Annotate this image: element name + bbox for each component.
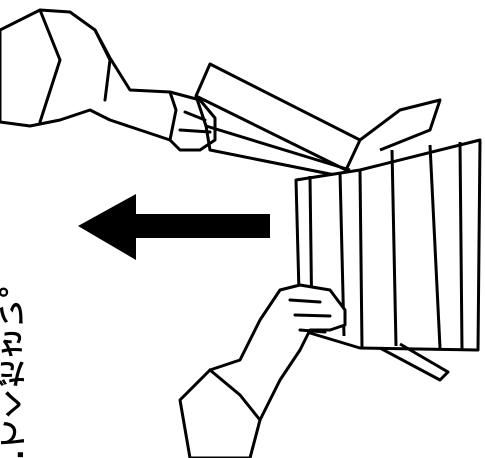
upper-hand-icon [0,10,215,150]
instruction-caption: …てください。 [0,268,34,458]
arrow-left-icon [78,194,270,260]
caption-text: …てください。 [0,268,32,458]
box-icon [296,140,480,380]
lower-hand-icon [180,285,345,458]
